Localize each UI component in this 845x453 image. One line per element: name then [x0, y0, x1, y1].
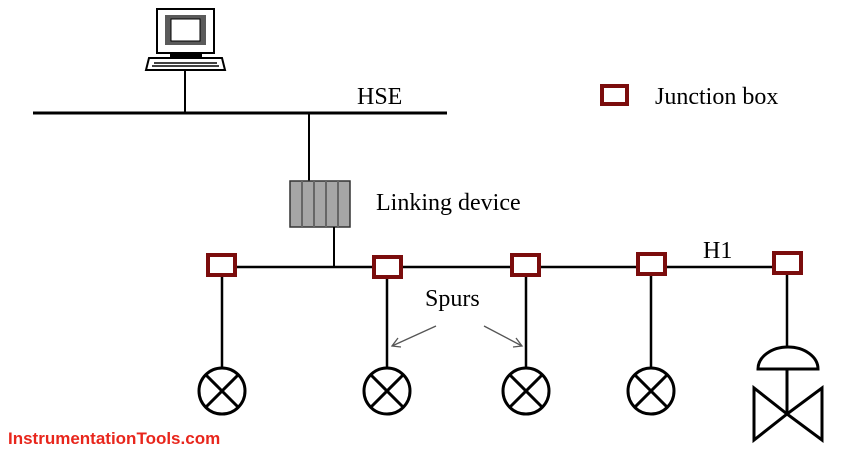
spurs-arrow-right-icon — [483, 325, 524, 348]
computer-icon — [144, 8, 227, 71]
spurs-arrow-left-icon — [390, 325, 437, 348]
junction-box-icon — [510, 253, 541, 277]
junction-box-icon — [206, 253, 237, 277]
control-valve-icon — [752, 345, 824, 444]
junction-box-icon — [772, 251, 803, 275]
junction-box-icon — [372, 255, 403, 279]
linking-device-icon — [289, 180, 351, 228]
legend: Junction box — [600, 84, 778, 110]
transmitter-icon — [626, 366, 676, 416]
legend-junction-box-label: Junction box — [655, 84, 778, 110]
hse-label: HSE — [357, 84, 402, 110]
h1-label: H1 — [703, 238, 732, 264]
junction-box-icon — [636, 252, 667, 276]
watermark-text: InstrumentationTools.com — [8, 429, 220, 448]
transmitter-icon — [197, 366, 247, 416]
transmitter-icon — [501, 366, 551, 416]
legend-junction-box-icon — [600, 84, 629, 106]
spurs-label: Spurs — [425, 286, 480, 312]
transmitter-icon — [362, 366, 412, 416]
linking-device-label: Linking device — [376, 190, 521, 216]
